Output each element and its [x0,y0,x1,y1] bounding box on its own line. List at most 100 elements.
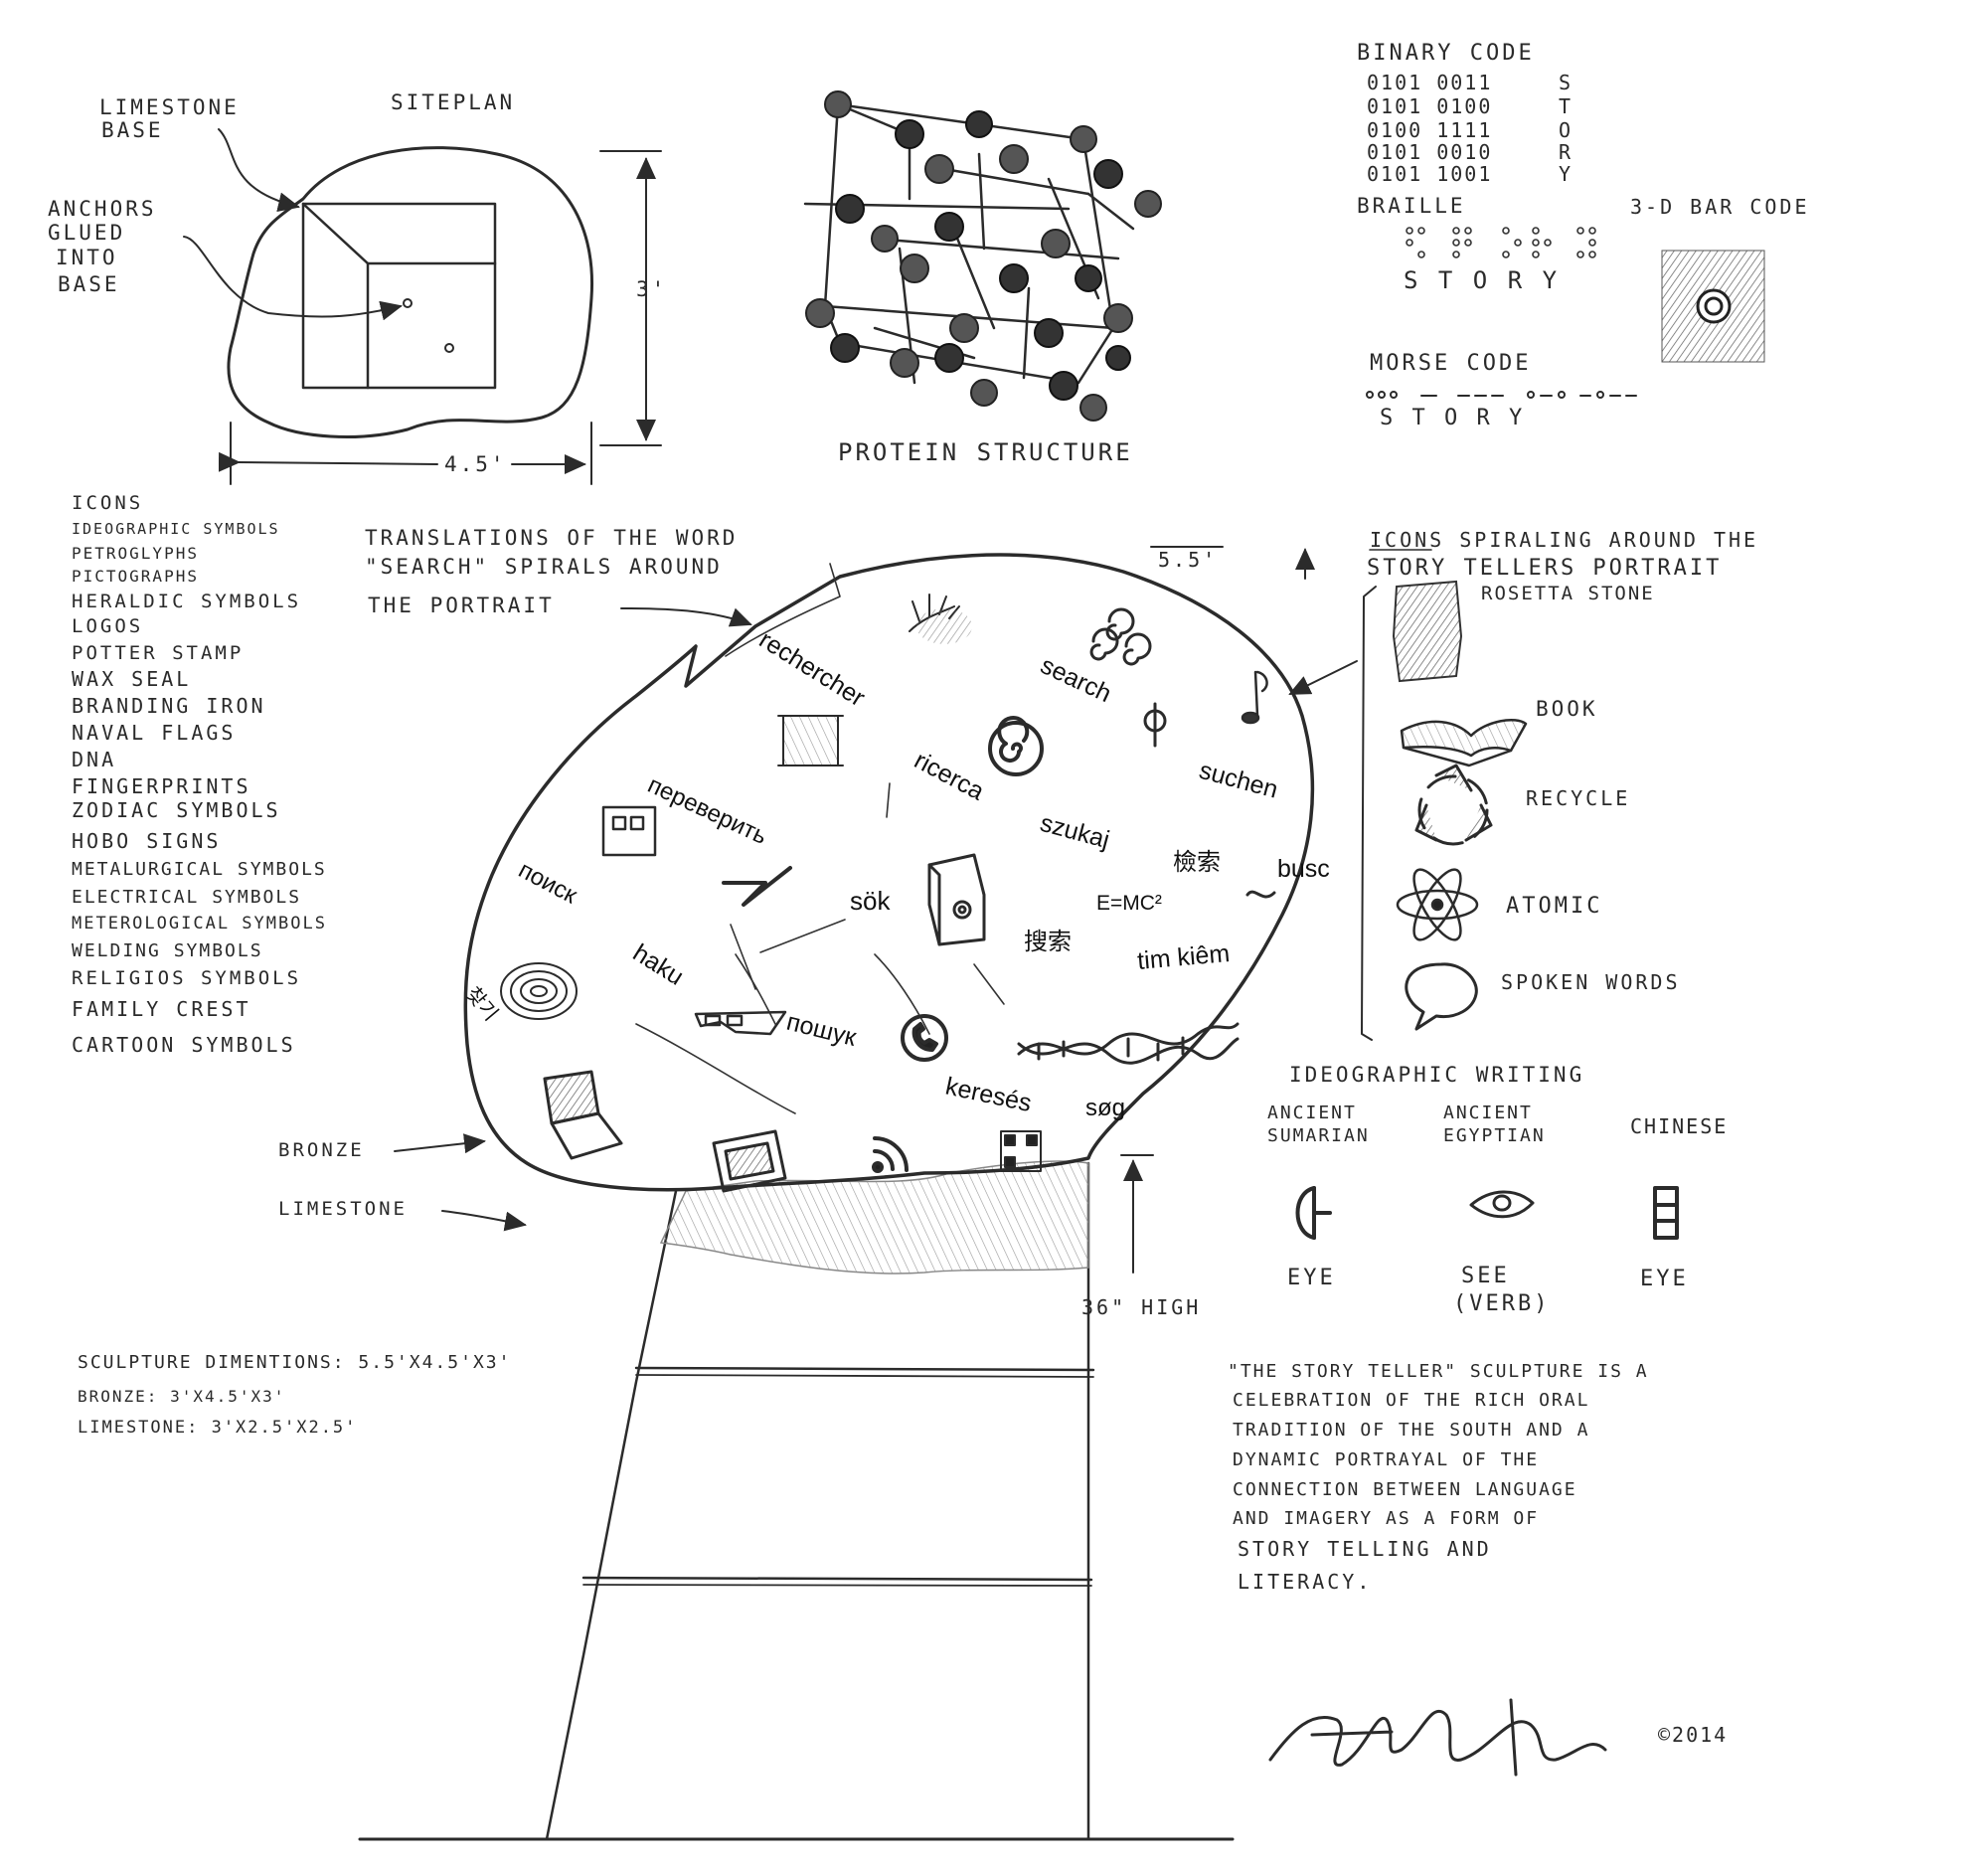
morse-signal [1366,391,1637,399]
egyptian-eye-icon [1469,1190,1535,1219]
legend-atomic: ATOMIC [1396,868,1602,941]
translations-line-2: "SEARCH" SPIRALS AROUND [365,555,723,579]
list-item: IDEOGRAPHIC SYMBOLS [72,520,280,538]
word-busc: busc [1277,855,1330,883]
legend-rosetta-stone: ROSETTA STONE [1392,580,1655,683]
description-line: "THE STORY TELLER" SCULPTURE IS A [1228,1361,1649,1382]
signature: ©2014 [1268,1698,1726,1777]
anchors-label-2: GLUED [48,221,125,245]
ideo-header: EGYPTIAN [1443,1125,1546,1146]
word-haku: haku [628,938,689,990]
ideo-column-chinese: CHINESE EYE [1630,1114,1726,1291]
anchors-label-1: ANCHORS [48,197,157,221]
legend-spoken-words: SPOKEN WORDS [1405,962,1678,1031]
base-height-label: 36" HIGH [1081,1295,1201,1319]
dimensions-line-1: SCULPTURE DIMENTIONS: 5.5'X4.5'X3' [78,1352,511,1373]
list-item: WAX SEAL [72,667,191,691]
braille-dots [1406,227,1596,258]
sumerian-eye-icon [1295,1186,1332,1240]
word-poshuk: пошук [784,1008,861,1053]
anchors-label-4: BASE [58,272,120,296]
limestone-base-label-1: LIMESTONE [99,95,240,119]
laptop-icon [543,1070,623,1160]
list-item: WELDING SYMBOLS [72,940,263,961]
list-item: ELECTRICAL SYMBOLS [72,887,301,908]
ideo-column-egyptian: ANCIENT EGYPTIAN SEE (VERB) [1443,1103,1547,1316]
tablet-icon [712,1129,787,1193]
protein-label: PROTEIN STRUCTURE [838,438,1133,466]
binary-bits: 0101 1001 [1367,162,1492,186]
book-icon [1400,718,1528,767]
telephone-icon [901,1014,948,1062]
note-icon [1241,670,1268,725]
qr-code-icon [1000,1130,1042,1172]
word-sok: sök [850,886,891,916]
limestone-label: LIMESTONE [278,1198,408,1220]
binary-letter: T [1559,94,1573,118]
dim-width: 4.5' [444,452,507,476]
word-emc2: E=MC² [1096,892,1162,915]
recycle-icon [1414,764,1493,846]
material-labels: BRONZE LIMESTONE 36" HIGH [278,1133,1201,1319]
list-item: METALURGICAL SYMBOLS [72,859,327,880]
list-item: LOGOS [72,615,143,637]
site-plan-title: SITEPLAN [391,90,515,114]
list-item: DNA [72,748,116,771]
limestone-base-label-2: BASE [101,118,164,142]
rosetta-stone-icon [1392,580,1463,683]
protein-structure: PROTEIN STRUCTURE [803,90,1162,466]
spiral-title-2: STORY TELLERS PORTRAIT [1367,556,1722,581]
word-jiansuo-trad: 檢索 [1173,849,1221,876]
rss-icon [872,1136,909,1173]
icons-spiral-legend: 5.5' ICONS SPIRALING AROUND THE STORY TE… [1150,528,1755,1041]
scroll-icon [777,715,844,766]
spiral-connector-lines [730,782,1005,1005]
lightning-icon [722,866,792,907]
bronze-footprint [301,202,497,390]
ideo-header: ANCIENT [1443,1103,1533,1123]
signature-scribble [1268,1698,1607,1777]
description-block: "THE STORY TELLER" SCULPTURE IS A CELEBR… [1228,1361,1649,1594]
legend-label: ATOMIC [1506,894,1602,919]
word-search: search [1036,651,1115,708]
spiral-icon [988,716,1044,776]
legend-recycle: RECYCLE [1414,764,1627,846]
morse-word: S T O R Y [1380,406,1525,430]
anchor-point-2 [444,343,454,353]
list-item: METEROLOGICAL SYMBOLS [72,914,327,934]
binary-title: BINARY CODE [1357,41,1535,66]
legend-book: BOOK [1400,697,1598,767]
translations-note: TRANSLATIONS OF THE WORD "SEARCH" SPIRAL… [365,526,752,627]
site-plan: SITEPLAN LIMESTONE BASE ANCHORS GLUED IN… [48,90,667,485]
atom-icon [1396,868,1479,941]
legend-label: BOOK [1536,697,1598,721]
squiggle-icon [1245,890,1276,899]
chinese-eye-icon [1653,1186,1679,1240]
triskelion-icon [1089,607,1152,666]
word-poisk: поиск [514,856,581,909]
braille-word: S T O R Y [1404,266,1560,294]
search-words: rechercher search ricerca suchen szukaj … [461,625,1330,1121]
word-sousuo: 搜索 [1024,929,1072,955]
barcode-title: 3-D BAR CODE [1630,195,1810,219]
dna-icon [1017,1022,1240,1065]
dim-depth: 3' [636,277,667,301]
legend-label: ROSETTA STONE [1481,583,1655,604]
dimensions-block: SCULPTURE DIMENTIONS: 5.5'X4.5'X3' BRONZ… [78,1352,511,1438]
codes-panel: BINARY CODE 0101 0011 S 0101 0100 T 0100… [1357,41,1810,430]
ideo-meaning: SEE [1461,1264,1510,1288]
list-item: HOBO SIGNS [72,829,221,853]
ideographic-writing: IDEOGRAPHIC WRITING ANCIENT SUMARIAN EYE… [1267,1063,1726,1316]
list-item: ZODIAC SYMBOLS [72,798,281,822]
list-item: CARTOON SYMBOLS [72,1033,296,1057]
word-tim-kiem: tim kiêm [1136,939,1231,975]
binary-letter: S [1559,71,1573,94]
list-item: NAVAL FLAGS [72,721,236,745]
binary-rows: 0101 0011 S 0101 0100 T 0100 1111 O 0101… [1367,71,1573,186]
binary-bits: 0101 0011 [1367,71,1492,94]
height-label: 5.5' [1158,548,1218,572]
list-item: BRANDING IRON [72,694,266,718]
word-szukaj: szukaj [1037,809,1112,854]
glasses-icon [694,1010,787,1036]
list-item: POTTER STAMP [72,642,244,664]
